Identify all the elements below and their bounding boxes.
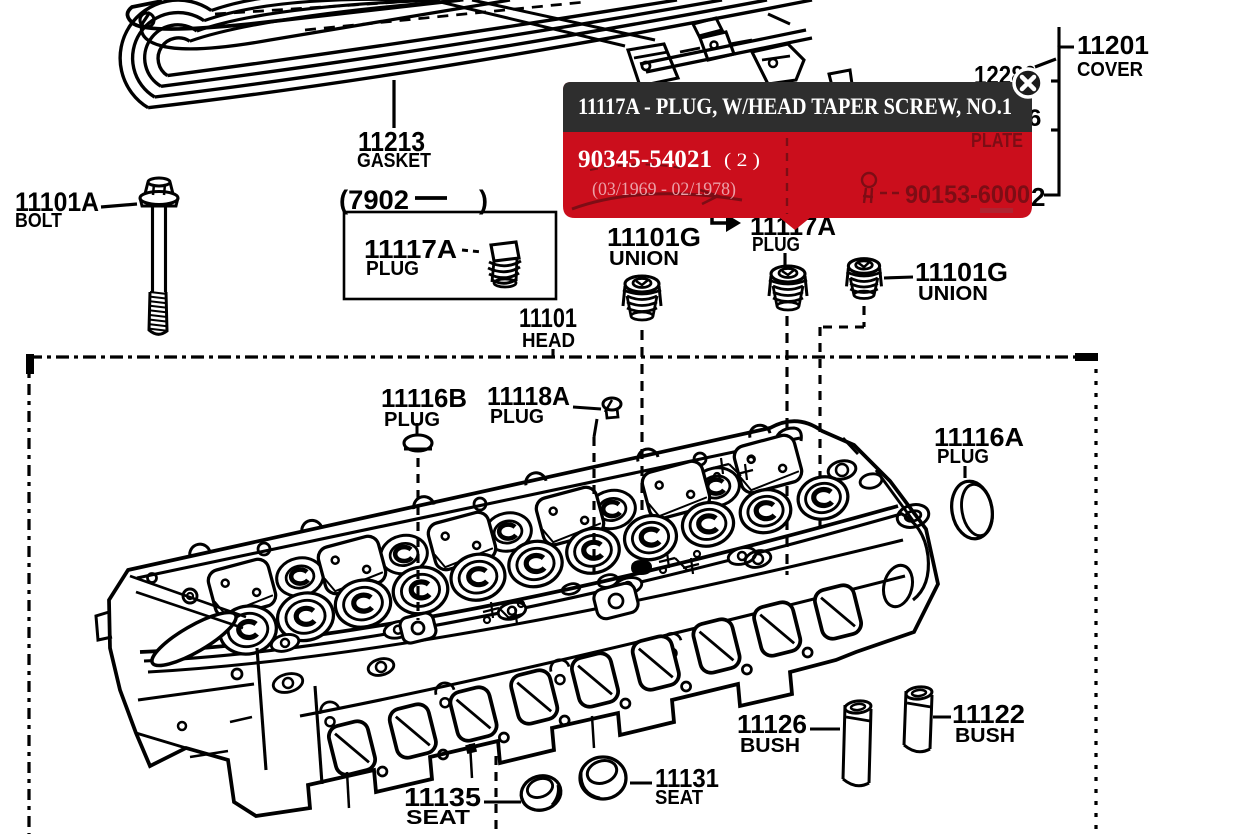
svg-text:BUSH: BUSH xyxy=(740,735,800,757)
svg-text:90153-6000: 90153-6000 xyxy=(905,181,1030,209)
svg-text:BOLT: BOLT xyxy=(15,210,62,232)
svg-text:PLUG: PLUG xyxy=(366,258,419,280)
svg-text:GASKET: GASKET xyxy=(357,150,431,172)
svg-text:11117A - PLUG, W/HEAD TAPER SC: 11117A - PLUG, W/HEAD TAPER SCREW, NO.1 xyxy=(578,94,1012,119)
svg-text:11116B: 11116B xyxy=(381,383,467,413)
svg-text:11126: 11126 xyxy=(737,709,807,739)
svg-text:PLUG: PLUG xyxy=(490,406,544,428)
svg-text:11122: 11122 xyxy=(952,699,1025,729)
svg-text:UNION: UNION xyxy=(918,283,988,305)
svg-text:COVER: COVER xyxy=(1077,59,1144,81)
svg-text:2: 2 xyxy=(1031,182,1045,212)
svg-text:SEAT: SEAT xyxy=(406,807,470,829)
svg-text:11117A: 11117A xyxy=(364,234,457,264)
svg-text:PLUG: PLUG xyxy=(384,409,440,431)
svg-text:11118A: 11118A xyxy=(487,381,570,411)
svg-text:PLUG: PLUG xyxy=(752,234,800,256)
svg-text:BUSH: BUSH xyxy=(955,725,1015,747)
svg-text:11101G: 11101G xyxy=(607,222,701,252)
svg-text:): ) xyxy=(479,185,488,215)
svg-text:11101: 11101 xyxy=(519,303,577,333)
svg-text:11116A: 11116A xyxy=(934,422,1024,452)
svg-text:SEAT: SEAT xyxy=(655,787,703,809)
svg-text:(7902: (7902 xyxy=(339,185,409,215)
svg-text:UNION: UNION xyxy=(609,248,679,270)
svg-text:11101G: 11101G xyxy=(915,257,1008,287)
svg-text:11201: 11201 xyxy=(1077,30,1149,60)
svg-text:( 2 ): ( 2 ) xyxy=(724,150,760,171)
svg-text:11135: 11135 xyxy=(404,782,481,812)
svg-text:HEAD: HEAD xyxy=(522,330,575,352)
svg-text:11131: 11131 xyxy=(655,763,719,793)
svg-text:PLUG: PLUG xyxy=(937,446,989,468)
svg-text:11213: 11213 xyxy=(358,126,425,157)
svg-text:11101A: 11101A xyxy=(15,187,99,217)
svg-text:PLATE: PLATE xyxy=(971,130,1023,152)
svg-text:(03/1969 - 02/1978): (03/1969 - 02/1978) xyxy=(592,179,736,200)
svg-text:90345-54021: 90345-54021 xyxy=(578,146,712,173)
